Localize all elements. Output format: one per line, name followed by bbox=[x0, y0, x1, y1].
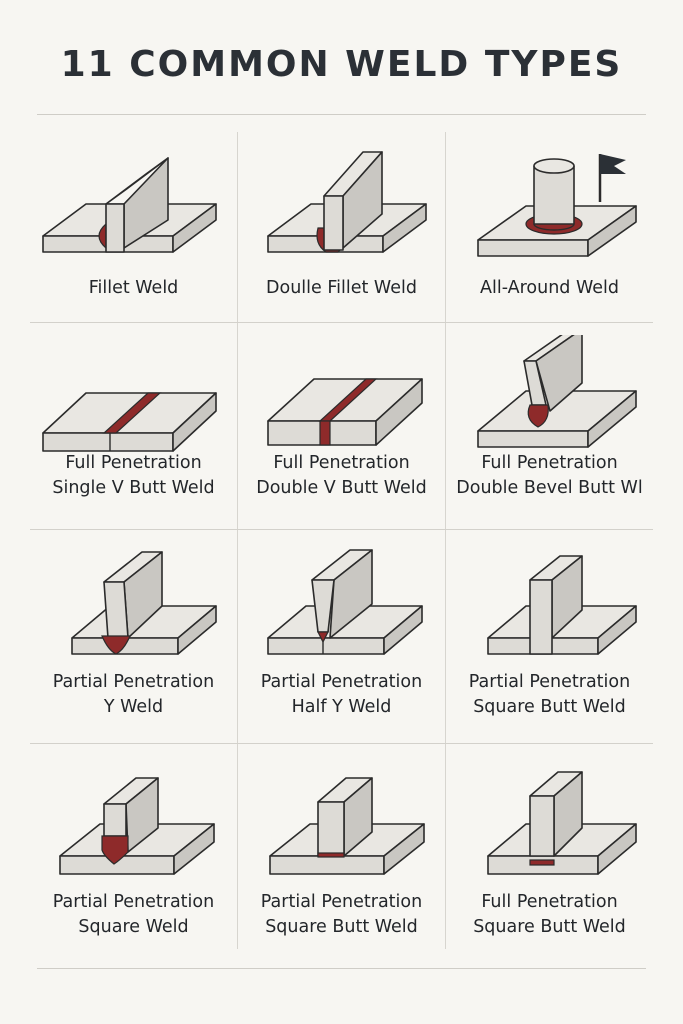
row-divider bbox=[30, 743, 653, 744]
weld-label: Doulle Fillet Weld bbox=[266, 278, 417, 298]
y-weld-illustration bbox=[71, 551, 217, 655]
partial-square-butt-weld-illustration bbox=[487, 555, 637, 655]
weld-label: Fillet Weld bbox=[88, 278, 179, 298]
all-around-weld-illustration bbox=[477, 154, 637, 257]
weld-types-grid: Fillet Weld Doulle Fillet Weld bbox=[30, 132, 653, 949]
single-v-butt-weld-illustration bbox=[42, 392, 217, 452]
double-fillet-weld-illustration bbox=[267, 151, 427, 253]
page-title: 11 COMMON WELD TYPES bbox=[60, 44, 623, 85]
flag-icon bbox=[600, 154, 626, 174]
weld-card-all-around: All-Around Weld bbox=[445, 132, 653, 322]
grid-row-1: Fillet Weld Doulle Fillet Weld bbox=[30, 132, 653, 322]
partial-square-weld-illustration bbox=[59, 777, 215, 875]
top-divider bbox=[37, 114, 646, 115]
full-square-butt-weld-illustration bbox=[487, 771, 637, 875]
double-bevel-butt-weld-illustration bbox=[477, 335, 637, 448]
row-divider bbox=[30, 529, 653, 530]
bottom-divider bbox=[37, 968, 646, 969]
fillet-weld-illustration bbox=[42, 157, 217, 253]
weld-card-double-fillet: Doulle Fillet Weld bbox=[237, 132, 445, 322]
partial-square-butt-weld-illustration-2 bbox=[269, 777, 425, 875]
row-divider bbox=[30, 322, 653, 323]
half-y-weld-illustration bbox=[267, 549, 423, 655]
weld-card-fillet: Fillet Weld bbox=[30, 132, 237, 322]
weld-label: All-Around Weld bbox=[480, 278, 619, 298]
double-v-butt-weld-illustration bbox=[267, 378, 423, 446]
